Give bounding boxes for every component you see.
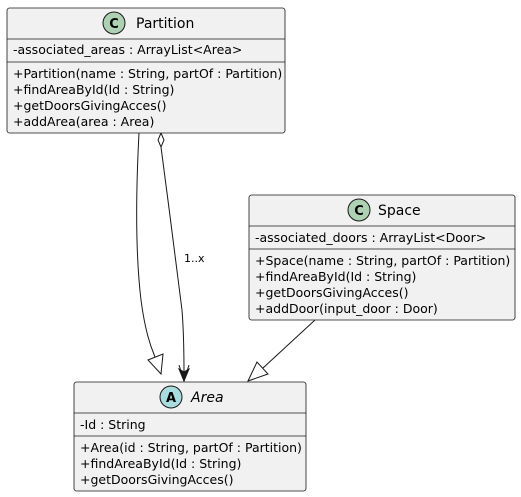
class-name: Partition [136,16,194,32]
class-stereotype-icon [159,385,183,409]
class-area[interactable]: A Area -Id : String +Area(id : String, p… [73,381,307,492]
multiplicity-label: 1..x [184,252,205,265]
class-method: +Partition(name : String, partOf : Parti… [13,66,282,81]
inheritance-space-area [247,319,316,382]
class-name: Area [190,390,224,406]
class-method: +findAreaById(Id : String) [80,456,241,471]
class-method: +findAreaById(Id : String) [255,269,416,284]
class-stereotype-icon [347,198,371,222]
class-method: +addDoor(input_door : Door) [255,301,438,316]
class-method: +findAreaById(Id : String) [13,82,174,97]
class-method: +Area(id : String, partOf : Partition) [80,440,302,455]
class-stereotype-letter: C [354,204,364,219]
inheritance-arrowhead [247,361,269,382]
class-stereotype-letter: C [109,17,119,32]
class-stereotype-letter: A [166,391,176,406]
inheritance-arrowhead [147,353,164,376]
class-partition[interactable]: C Partition -associated_areas : ArrayLis… [6,7,286,134]
aggregation-partition-area: 1..x [157,131,205,383]
class-attribute: -associated_areas : ArrayList<Area> [13,42,242,57]
class-method: +getDoorsGivingAcces() [13,98,167,113]
inheritance-partition-area [136,132,164,376]
class-method: +getDoorsGivingAcces() [80,472,234,487]
class-name: Space [378,203,421,219]
class-method: +addArea(area : Area) [13,114,154,129]
class-method: +Space(name : String, partOf : Partition… [255,253,510,268]
class-stereotype-icon [102,11,126,35]
aggregation-diamond [157,131,165,149]
class-attribute: -associated_doors : ArrayList<Door> [255,230,486,245]
class-space[interactable]: C Space -associated_doors : ArrayList<Do… [248,194,516,321]
class-attribute: -Id : String [80,417,146,432]
class-method: +getDoorsGivingAcces() [255,285,409,300]
